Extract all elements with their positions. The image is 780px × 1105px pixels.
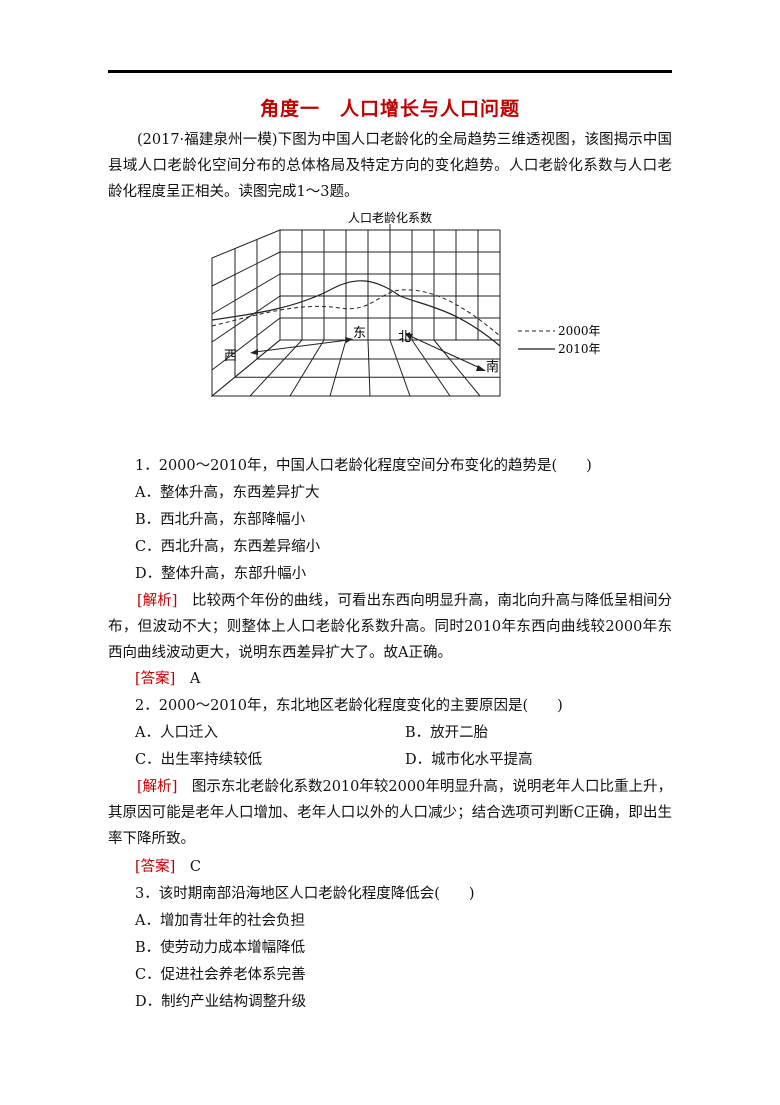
legend-2010: 2010年 xyxy=(558,342,601,356)
aging-3d-figure: 人口老龄化系数 西 东 北 南 2000年 2010年 xyxy=(210,210,601,398)
q2-stem: 2．2000～2010年，东北地区老龄化程度变化的主要原因是( ) xyxy=(135,698,563,714)
q1-answer: [答案] A xyxy=(135,666,675,692)
section-title: 角度一 人口增长与人口问题 xyxy=(259,98,520,120)
q3-option-d: D．制约产业结构调整升级 xyxy=(135,994,307,1010)
q3-option-a: A．增加青壮年的社会负担 xyxy=(135,913,305,929)
q1-analysis: [解析] 比较两个年份的曲线，可看出东西向明显升高，南北向升高与降低呈相间分布，… xyxy=(108,588,672,666)
q3-stem: 3．该时期南部沿海地区人口老龄化程度降低会( ) xyxy=(135,886,475,902)
q2-answer-tag: [答案] xyxy=(135,859,176,875)
q2-option-d: D．城市化水平提高 xyxy=(405,752,533,768)
label-west: 西 xyxy=(224,349,237,364)
q3-option-b: B．使劳动力成本增幅降低 xyxy=(135,940,306,956)
q2-option-a: A．人口迁入 xyxy=(135,725,218,741)
label-south: 南 xyxy=(486,359,499,375)
q1-stem: 1．2000～2010年，中国人口老龄化程度空间分布变化的趋势是( ) xyxy=(135,458,592,474)
q2-options-row2: C．出生率持续较低 D．城市化水平提高 xyxy=(135,747,675,773)
intro-paragraph: (2017·福建泉州一模)下图为中国人口老龄化的全局趋势三维透视图，该图揭示中国… xyxy=(108,132,672,200)
q1-option-a: A．整体升高，东西差异扩大 xyxy=(135,485,320,501)
q1-analysis-tag: [解析] xyxy=(137,593,178,609)
q2-option-c: C．出生率持续较低 xyxy=(135,752,263,768)
legend-2000: 2000年 xyxy=(558,324,601,338)
q1-analysis-text: 比较两个年份的曲线，可看出东西向明显升高，南北向升高与降低呈相间分布，但波动不大… xyxy=(108,593,672,661)
q2-options-row1: A．人口迁入 B．放开二胎 xyxy=(135,720,675,746)
q2-analysis-text: 图示东北老龄化系数2010年较2000年明显升高，说明老年人口比重上升，其原因可… xyxy=(108,779,672,847)
q2-analysis: [解析] 图示东北老龄化系数2010年较2000年明显升高，说明老年人口比重上升… xyxy=(108,774,672,852)
label-east: 东 xyxy=(353,326,366,341)
axis-title: 人口老龄化系数 xyxy=(348,210,432,225)
top-rule xyxy=(108,70,672,73)
q2-answer: [答案] C xyxy=(135,854,675,880)
q2-answer-value: C xyxy=(189,859,201,875)
q3-option-c: C．促进社会养老体系完善 xyxy=(135,967,306,983)
label-north: 北 xyxy=(398,330,411,345)
q1-option-b: B．西北升高，东部降幅小 xyxy=(135,512,306,528)
q2-option-b: B．放开二胎 xyxy=(405,725,489,741)
q1-option-c: C．西北升高，东西差异缩小 xyxy=(135,539,321,555)
q2-analysis-tag: [解析] xyxy=(137,779,178,795)
q1-answer-tag: [答案] xyxy=(135,671,176,687)
q1-answer-value: A xyxy=(189,671,201,687)
q1-option-d: D．整体升高，东部升幅小 xyxy=(135,566,307,582)
